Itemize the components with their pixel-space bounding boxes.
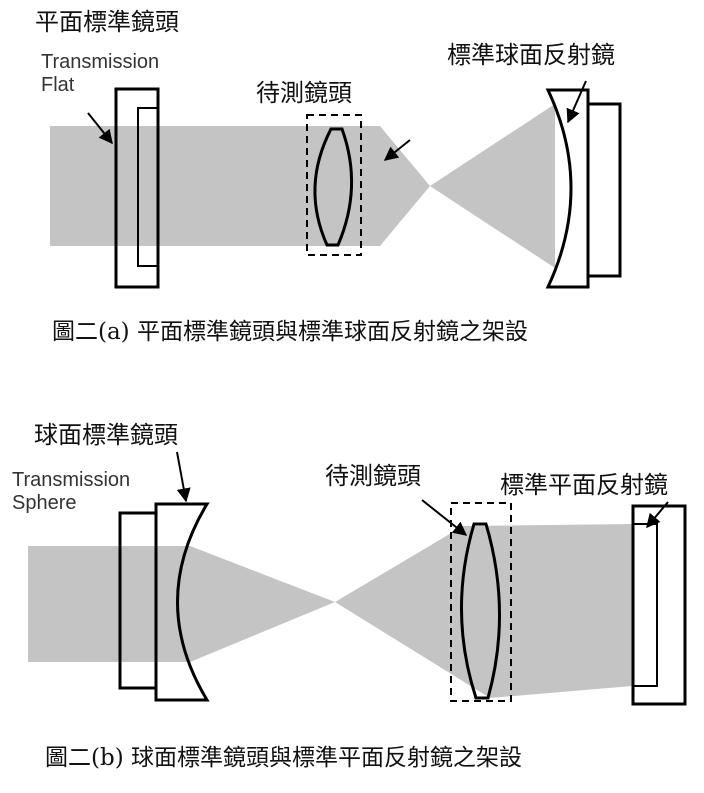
reference-sphere-mirror <box>545 88 590 289</box>
arrow-test-lens-a <box>383 139 411 161</box>
caption-a: 圖二(a) 平面標準鏡頭與標準球面反射鏡之架設 <box>52 319 528 345</box>
label-transmission-sphere-en-1: Transmission <box>12 469 130 491</box>
arrow-flat-mirror <box>646 501 669 529</box>
transmission-flat-inner <box>137 107 159 267</box>
test-lens-a-dashed-box <box>306 114 362 256</box>
transmission-sphere-element <box>154 502 210 702</box>
reference-flat-mirror <box>631 504 687 706</box>
caption-b: 圖二(b) 球面標準鏡頭與標準平面反射鏡之架設 <box>45 745 522 771</box>
arrow-sphere-mirror <box>566 80 587 124</box>
label-reference-flat-mirror: 標準平面反射鏡 <box>500 471 668 499</box>
label-transmission-flat-en-2: Flat <box>41 74 75 96</box>
diagram-b: 球面標準鏡頭 Transmission Sphere 待測鏡頭 標準平面反射鏡 … <box>12 421 687 771</box>
label-transmission-sphere-cn: 球面標準鏡頭 <box>34 421 178 449</box>
arrow-test-lens-b <box>421 499 468 536</box>
label-test-lens-b: 待測鏡頭 <box>325 462 421 490</box>
label-test-lens-a: 待測鏡頭 <box>256 79 352 107</box>
label-reference-sphere-mirror: 標準球面反射鏡 <box>447 41 615 69</box>
diagram-b-beam <box>28 524 632 698</box>
reference-sphere-mirror-back <box>586 102 622 278</box>
arrow-sphere <box>176 451 191 503</box>
diagram-a-beam <box>50 104 555 268</box>
test-lens-b-dashed-box <box>450 502 512 702</box>
label-transmission-flat-cn: 平面標準鏡頭 <box>35 8 179 36</box>
label-transmission-flat-en-1: Transmission <box>41 51 159 73</box>
label-transmission-sphere-en-2: Sphere <box>12 492 77 514</box>
test-lens-b <box>460 522 501 700</box>
test-lens-a <box>313 127 354 247</box>
reference-flat-mirror-inner <box>632 523 658 687</box>
diagram-a: 平面標準鏡頭 Transmission Flat 待測鏡頭 標準球面反射鏡 圖二… <box>35 8 622 345</box>
arrow-flat <box>87 112 113 145</box>
